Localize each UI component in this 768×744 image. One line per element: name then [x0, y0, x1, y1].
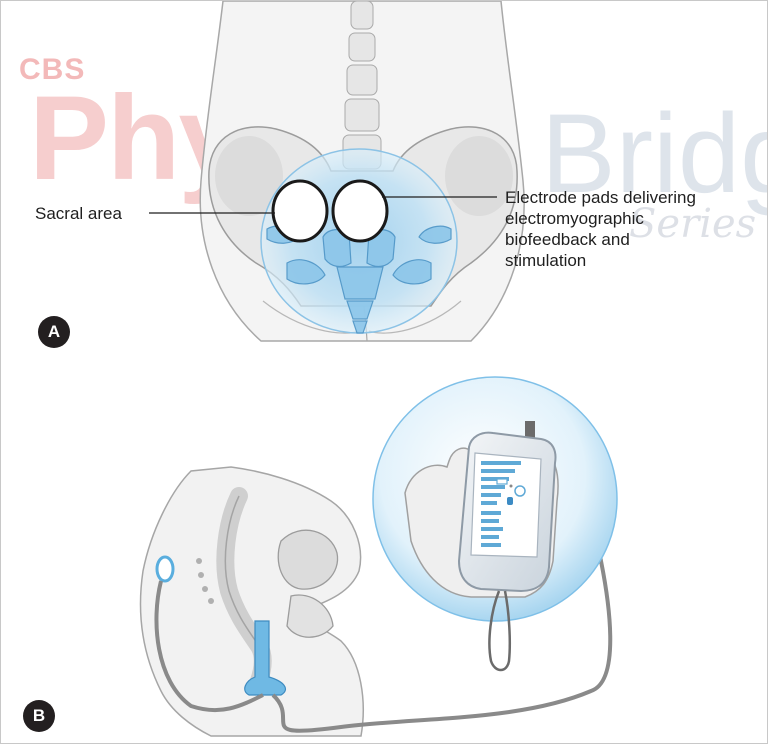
electrode-label-line-4: stimulation — [505, 250, 586, 271]
electrode-label-line-2: electromyographic — [505, 208, 644, 229]
electrode-label-line-1: Electrode pads delivering — [505, 187, 696, 208]
panel-b-body — [140, 467, 363, 736]
biofeedback-device — [459, 421, 555, 670]
panel-b-badge: B — [23, 700, 55, 732]
electrode-pad-right — [333, 181, 387, 241]
sacral-area-label: Sacral area — [35, 203, 122, 224]
electrode-label-line-3: biofeedback and — [505, 229, 630, 250]
electrode-pad-left — [273, 181, 327, 241]
panel-a-badge: A — [38, 316, 70, 348]
reference-electrode — [157, 557, 173, 581]
